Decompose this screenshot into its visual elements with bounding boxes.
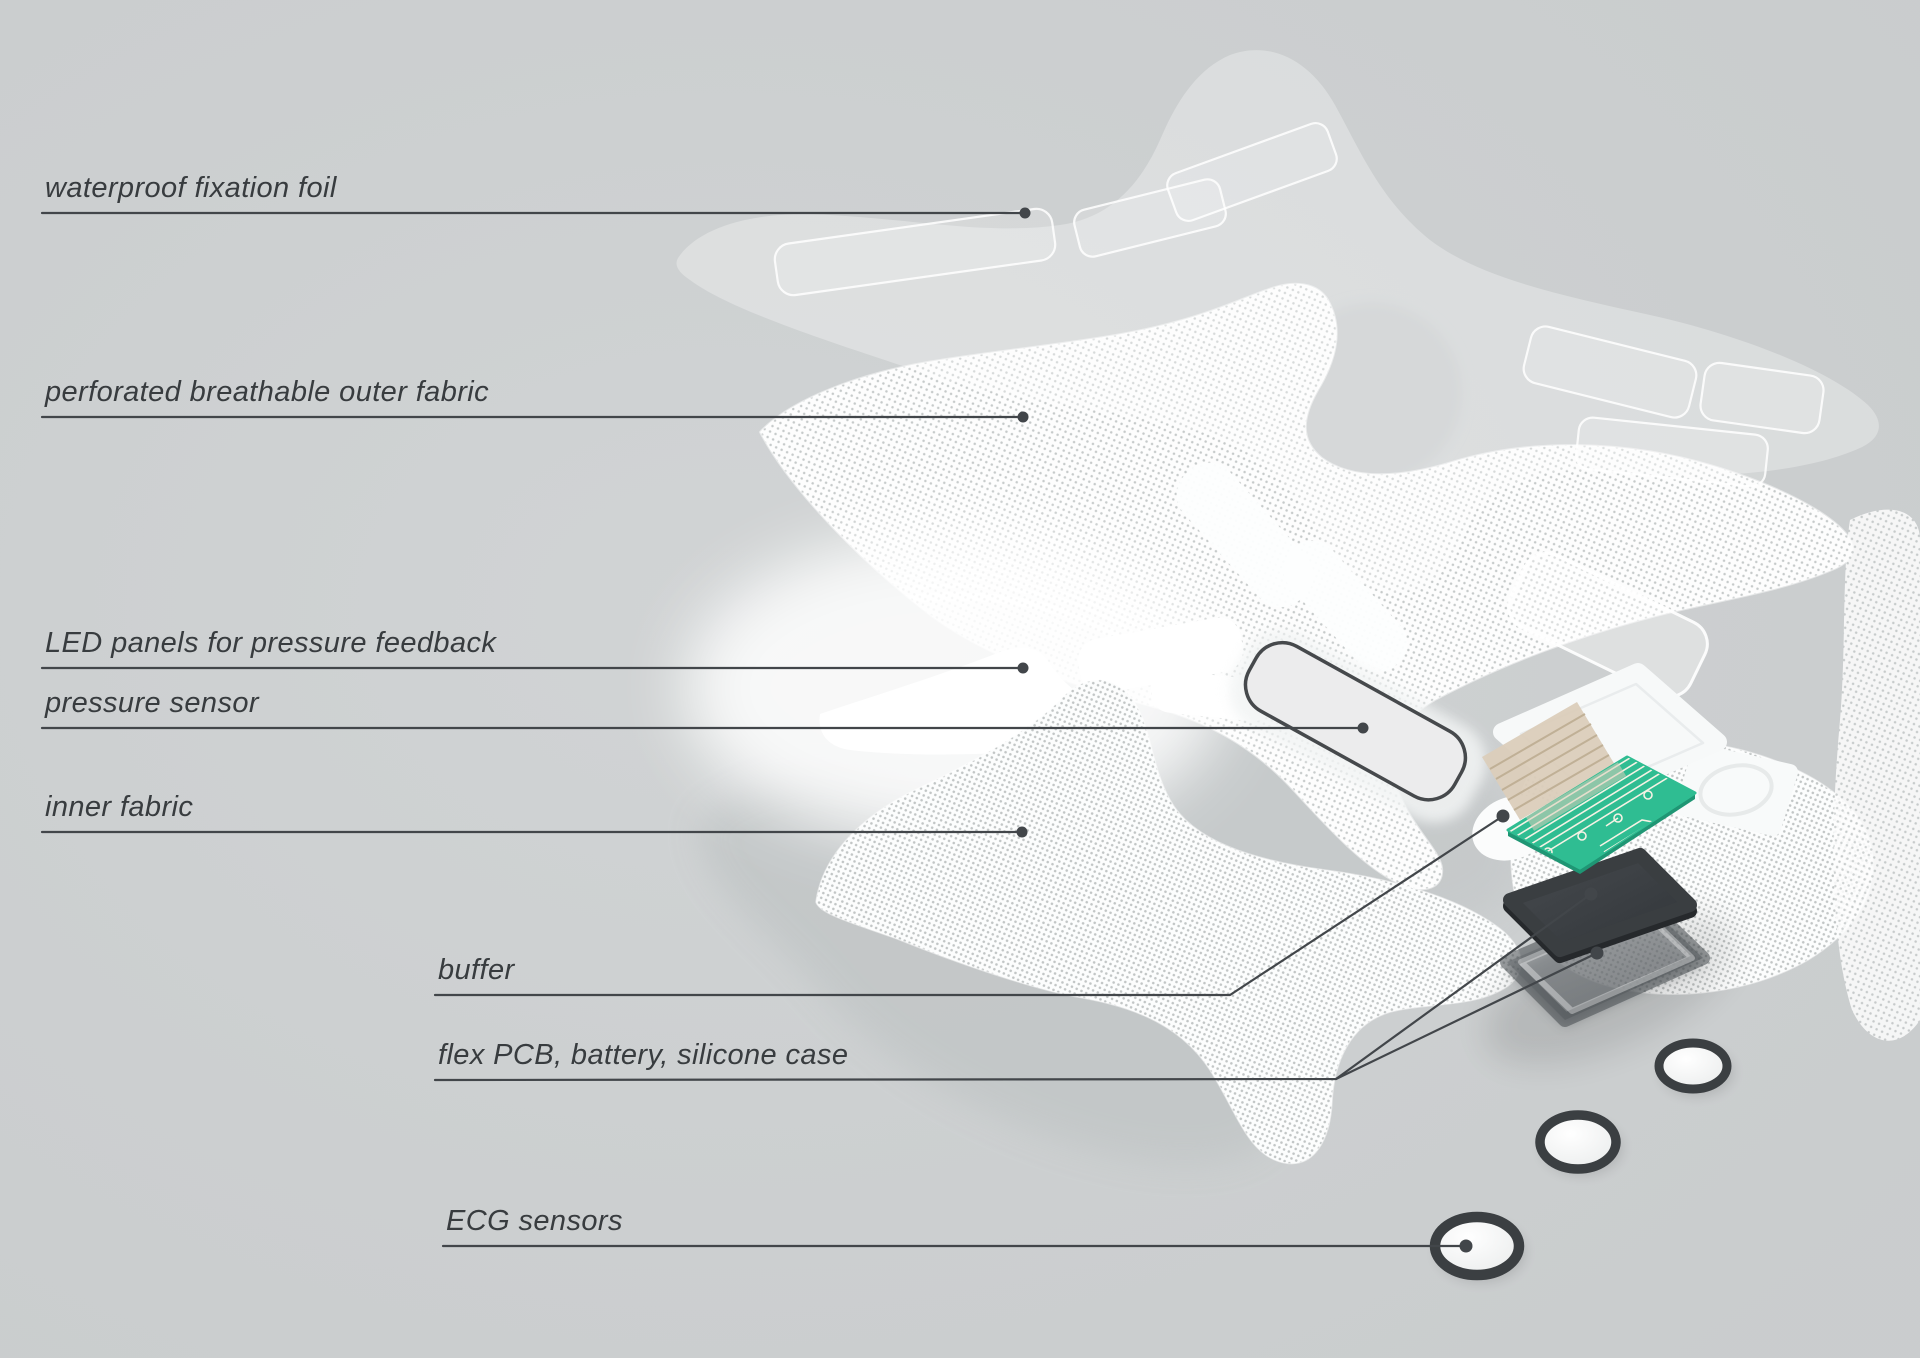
- label-buffer: buffer: [438, 954, 515, 986]
- dot-buffer: [1496, 809, 1510, 823]
- fixation-foil-layer: [676, 50, 1879, 593]
- ring-pad: [1675, 744, 1798, 836]
- dot-case: [1590, 946, 1604, 960]
- leader-flex-case: [1334, 951, 1599, 1081]
- label-outer-fabric: perforated breathable outer fabric: [44, 376, 489, 408]
- labels: waterproof fixation foil perforated brea…: [44, 172, 848, 1237]
- ecg-sensor-middle: [1535, 1110, 1621, 1174]
- label-ecg-sensors: ECG sensors: [446, 1205, 623, 1237]
- glossy-pad-lower: [1283, 540, 1408, 672]
- fabric-emboss-seam: [1507, 551, 1709, 699]
- glossy-pad-upper: [1176, 462, 1314, 608]
- label-waterproof-foil: waterproof fixation foil: [45, 172, 338, 204]
- label-led-panels: LED panels for pressure feedback: [45, 627, 497, 659]
- leader-buffer: [433, 814, 1505, 997]
- dot-inner-fabric: [1016, 826, 1028, 838]
- pressure-sensor-body: [1243, 640, 1468, 802]
- dot-led-panels: [1017, 662, 1029, 674]
- label-flex-pcb: flex PCB, battery, silicone case: [438, 1039, 848, 1071]
- edge-fabric-piece: [1833, 509, 1920, 1041]
- electronics-stack: [1472, 663, 1798, 1065]
- battery: [1503, 848, 1697, 963]
- foil-seam-panels: [773, 121, 1825, 488]
- flex-pcb: [1506, 755, 1697, 874]
- ribbon-cable: [1482, 702, 1615, 820]
- leader-dots: [1016, 207, 1604, 1253]
- dot-waterproof-foil: [1019, 207, 1031, 219]
- label-pressure-sensor: pressure sensor: [44, 687, 260, 719]
- dot-ecg: [1459, 1239, 1473, 1253]
- leader-lines: [40, 211, 1599, 1248]
- dot-outer-fabric: [1017, 411, 1029, 423]
- label-inner-fabric: inner fabric: [45, 791, 193, 823]
- dot-pressure-sensor: [1357, 722, 1369, 734]
- pcb-connector-band: [1525, 762, 1627, 831]
- dot-battery: [1584, 887, 1598, 901]
- ecg-sensor-top: [1654, 1038, 1732, 1094]
